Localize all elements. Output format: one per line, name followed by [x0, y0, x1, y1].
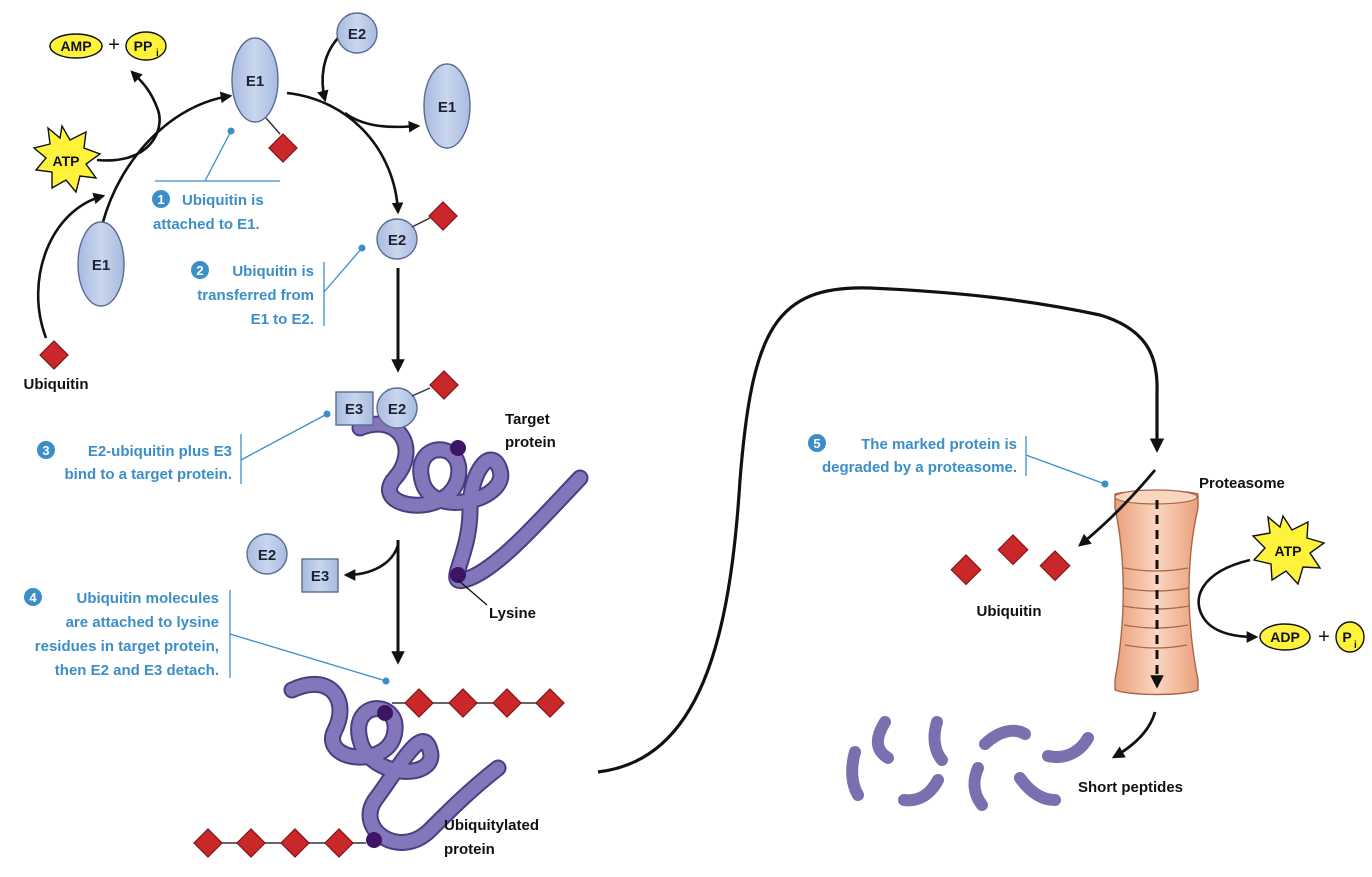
to-proteasome-arrow [597, 286, 1165, 774]
lysine-pointer [457, 579, 488, 606]
peptide-release-arrow [1111, 711, 1157, 759]
ubiquitylated-label-2: protein [444, 841, 495, 858]
svg-text:E2: E2 [258, 547, 276, 564]
step-4-callout: 4 Ubiquitin molecules are attached to ly… [24, 588, 390, 685]
e2-joining-arrow [317, 37, 339, 103]
svg-text:residues in target protein,: residues in target protein, [35, 638, 219, 655]
svg-text:ADP: ADP [1270, 629, 1300, 645]
target-protein-label-1: Target [505, 411, 550, 428]
svg-text:5: 5 [813, 436, 820, 451]
e2-enzyme-bound: E2 [376, 370, 459, 429]
proteasome-label: Proteasome [1199, 475, 1285, 492]
svg-text:E2: E2 [388, 401, 406, 418]
e1-release-arrow [344, 111, 421, 133]
lysine-label: Lysine [489, 605, 536, 622]
svg-text:then E2 and E3 detach.: then E2 and E3 detach. [55, 662, 219, 679]
svg-text:4: 4 [29, 590, 37, 605]
plus-sign: + [108, 34, 120, 56]
svg-text:Ubiquitin is: Ubiquitin is [182, 192, 264, 209]
svg-text:i: i [1354, 640, 1357, 651]
atp-star-icon: ATP [32, 123, 102, 194]
svg-text:E2: E2 [348, 26, 366, 43]
ubiquitin-start-label: Ubiquitin [24, 376, 89, 393]
svg-text:attached to E1.: attached to E1. [153, 216, 260, 233]
svg-text:ATP: ATP [1275, 543, 1302, 559]
e3-detach-arrow [343, 544, 400, 581]
lysine-dot-icon [450, 440, 466, 456]
e2-enzyme-detached: E2 [246, 533, 288, 575]
ubiquitin-release-arrow [1078, 469, 1157, 547]
svg-text:The marked protein is: The marked protein is [861, 436, 1017, 453]
step-3-callout: 3 E2-ubiquitin plus E3 bind to a target … [37, 410, 331, 484]
e3-enzyme-bound: E3 [335, 391, 374, 426]
step-2-callout: 2 Ubiquitin is transferred from E1 to E2… [191, 244, 366, 328]
atp-star-icon: ATP [1251, 514, 1326, 586]
svg-text:are attached to lysine: are attached to lysine [66, 614, 219, 631]
ubiquitin-diamond-icon [39, 340, 69, 370]
svg-text:i: i [156, 48, 159, 59]
ppi-pill: PP i [125, 31, 167, 61]
svg-text:PP: PP [134, 38, 153, 54]
svg-text:bind to a target protein.: bind to a target protein. [65, 466, 233, 483]
adp-pill: ADP [1259, 623, 1311, 651]
svg-text:E2-ubiquitin plus E3: E2-ubiquitin plus E3 [88, 443, 232, 460]
svg-text:E3: E3 [311, 568, 329, 585]
e2-enzyme-incoming: E2 [336, 12, 378, 54]
e2-ubiquitin-complex: E2 [376, 201, 458, 260]
svg-text:2: 2 [196, 263, 203, 278]
svg-text:3: 3 [42, 443, 49, 458]
step-5-callout: 5 The marked protein is degraded by a pr… [808, 434, 1109, 488]
atp-to-amp-arrow [96, 70, 161, 162]
svg-text:E1: E1 [92, 257, 110, 274]
lysine-dot-icon [450, 567, 466, 583]
svg-text:1: 1 [157, 192, 164, 207]
polyubiquitin-chain-upper [392, 688, 565, 718]
ubiquitin-to-e1-arrow [36, 192, 106, 339]
e1-activation-arrow [101, 91, 233, 223]
svg-text:Ubiquitin is: Ubiquitin is [232, 263, 314, 280]
released-ubiquitin-label: Ubiquitin [977, 603, 1042, 620]
pi-pill: P i [1335, 621, 1365, 653]
plus-sign: + [1318, 626, 1330, 648]
e1-enzyme-activated: E1 [231, 37, 298, 163]
ubiquitylated-protein [283, 675, 507, 851]
svg-text:AMP: AMP [60, 38, 91, 54]
released-ubiquitin-group [950, 534, 1071, 586]
svg-text:E3: E3 [345, 401, 363, 418]
lysine-dot-icon [377, 705, 393, 721]
ubiquitylated-label-1: Ubiquitylated [444, 817, 539, 834]
e1-to-e2-transfer-arrow [286, 91, 404, 215]
svg-text:E1 to E2.: E1 to E2. [251, 311, 314, 328]
svg-text:ATP: ATP [53, 153, 80, 169]
svg-text:Ubiquitin molecules: Ubiquitin molecules [76, 590, 219, 607]
svg-text:P: P [1342, 629, 1351, 645]
svg-text:E1: E1 [438, 99, 456, 116]
e1-enzyme-lower: E1 [77, 221, 125, 307]
atp-to-adp-arrow [1197, 558, 1259, 643]
svg-text:E1: E1 [246, 73, 264, 90]
lysine-dot-icon [366, 832, 382, 848]
amp-pill: AMP [49, 33, 103, 59]
e1-enzyme-released: E1 [423, 63, 471, 149]
e3-enzyme-detached: E3 [301, 558, 339, 593]
step-1-callout: 1 Ubiquitin is attached to E1. [152, 127, 280, 233]
svg-text:transferred from: transferred from [197, 287, 314, 304]
target-protein [351, 415, 589, 590]
short-peptides-label: Short peptides [1078, 779, 1183, 796]
short-peptides-group [846, 716, 1094, 811]
polyubiquitin-chain-lower [193, 828, 366, 858]
target-protein-label-2: protein [505, 434, 556, 451]
svg-text:degraded by a proteasome.: degraded by a proteasome. [822, 459, 1017, 476]
svg-text:E2: E2 [388, 232, 406, 249]
